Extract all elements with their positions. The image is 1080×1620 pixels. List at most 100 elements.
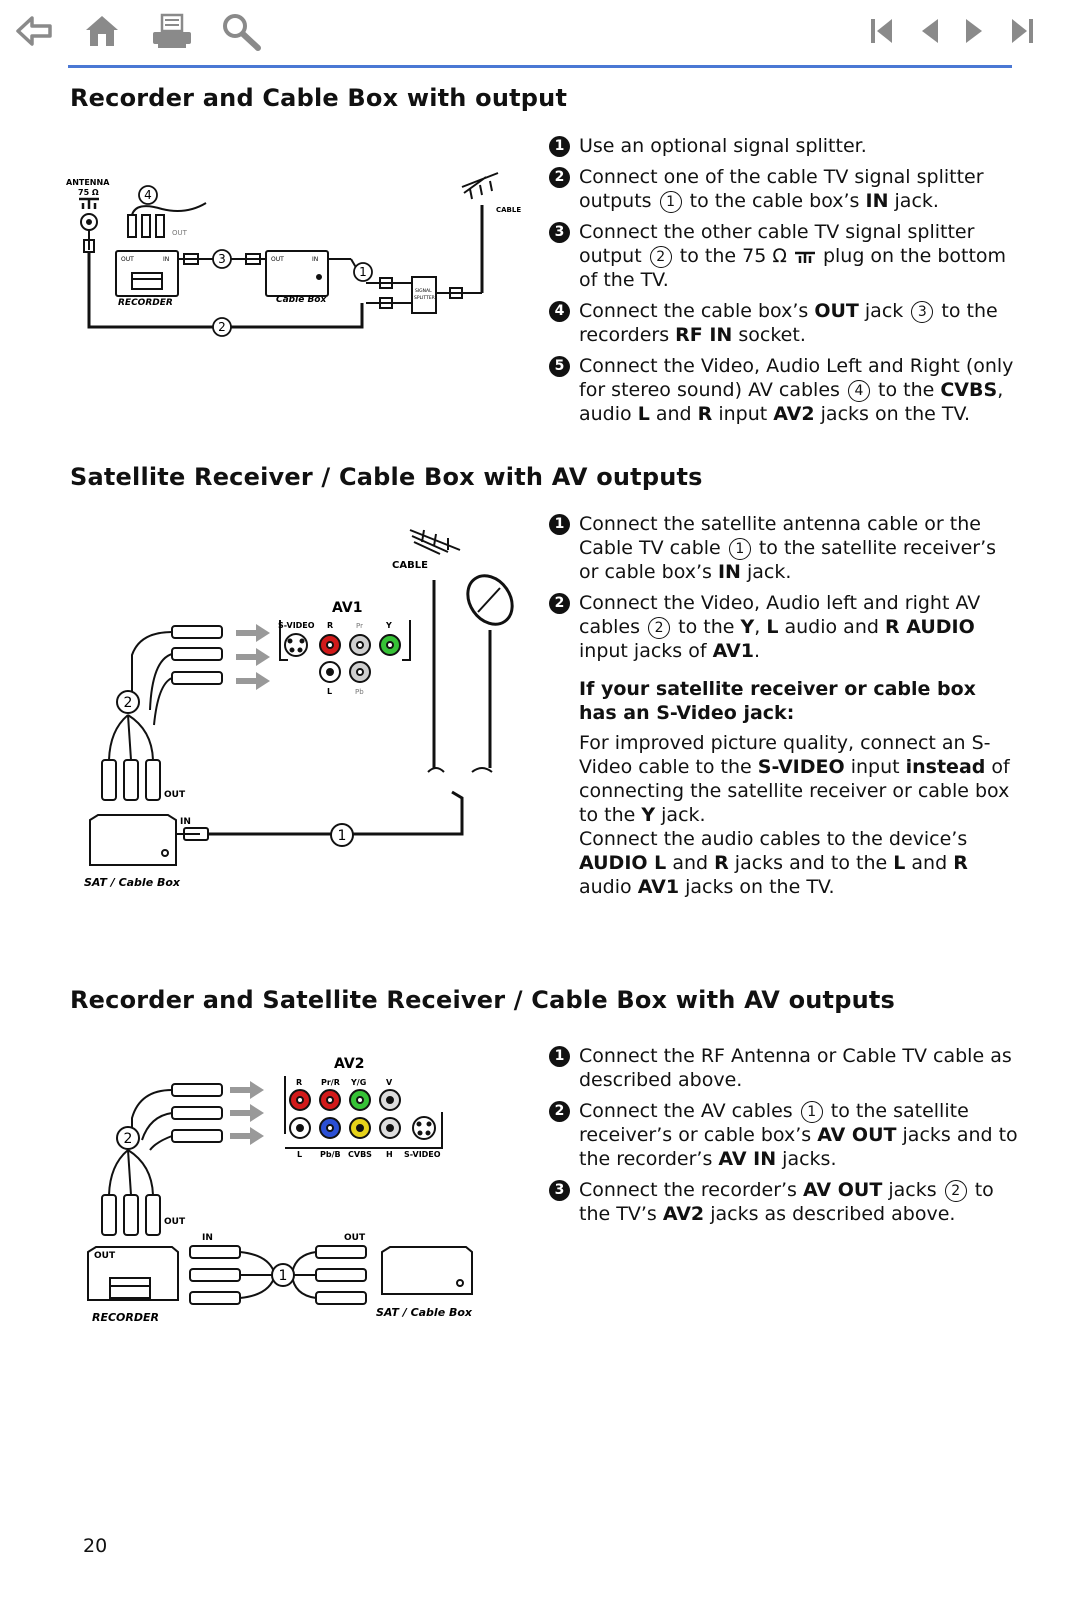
- step-text: audio: [579, 876, 632, 898]
- callout-number: 3: [911, 300, 934, 323]
- callout: 1: [279, 1268, 288, 1284]
- emphasis: R: [697, 403, 713, 425]
- step-text: jack.: [894, 190, 939, 212]
- emphasis: R: [714, 852, 729, 874]
- step-text: Connect the Video, Audio Left and Right …: [579, 355, 1014, 401]
- callout-number: 2: [648, 616, 671, 639]
- svideo-label: S-VIDEO: [278, 621, 315, 630]
- section-2-steps: 1 Connect the satellite antenna cable or…: [549, 512, 1019, 899]
- emphasis: AV OUT: [803, 1179, 883, 1201]
- emphasis: CVBS: [940, 379, 998, 401]
- step-text: input: [718, 403, 768, 425]
- antenna-plug-icon: [794, 251, 815, 263]
- printer-icon[interactable]: [150, 12, 194, 50]
- recorder-label: RECORDER: [92, 1311, 159, 1324]
- step-text: Connect the AV cables: [579, 1100, 793, 1122]
- step-number: 2: [549, 167, 570, 188]
- emphasis: AV2: [662, 1203, 705, 1225]
- emphasis: Y: [641, 804, 656, 826]
- prr-label: Pr/R: [321, 1078, 340, 1087]
- callout-number: 2: [649, 245, 672, 268]
- step-text: jack.: [747, 561, 792, 583]
- emphasis: IN: [865, 190, 889, 212]
- step-text: jacks and to the recorder’s: [579, 1124, 1018, 1170]
- step-text: of connecting the satellite receiver or …: [579, 756, 1010, 826]
- l-label: L: [297, 1150, 302, 1159]
- y-label: Y: [385, 621, 392, 630]
- list-item: 1 Connect the RF Antenna or Cable TV cab…: [549, 1044, 1019, 1092]
- callout: 2: [124, 695, 133, 711]
- callout: 1: [338, 828, 347, 844]
- callout-number: 1: [800, 1100, 823, 1123]
- first-page-icon[interactable]: [868, 16, 896, 46]
- emphasis: Y: [740, 616, 755, 638]
- step-text: plug on the bottom of the TV.: [579, 245, 1007, 291]
- back-arrow-icon[interactable]: [14, 12, 54, 50]
- section-title: Satellite Receiver / Cable Box with AV o…: [70, 463, 703, 491]
- emphasis: AV IN: [718, 1148, 777, 1170]
- r-label: R: [296, 1078, 302, 1087]
- step-text: to the: [878, 379, 935, 401]
- emphasis: instead: [905, 756, 986, 778]
- step-number: 3: [549, 1180, 570, 1201]
- step-number: 3: [549, 222, 570, 243]
- list-item: 1 Connect the satellite antenna cable or…: [549, 512, 1019, 584]
- step-text: Connect the satellite antenna cable or t…: [579, 513, 981, 559]
- r-label: R: [327, 621, 333, 630]
- step-text: to the: [678, 616, 735, 638]
- step-text: Connect the other cable TV signal splitt…: [579, 221, 975, 267]
- emphasis: AV OUT: [817, 1124, 897, 1146]
- emphasis: AUDIO L: [579, 852, 667, 874]
- v-label: V: [386, 1078, 393, 1087]
- home-icon[interactable]: [82, 12, 122, 50]
- step-text: Connect one of the cable TV signal split…: [579, 166, 984, 212]
- l-label: L: [327, 687, 332, 696]
- emphasis: R: [953, 852, 968, 874]
- recorder-in-label: IN: [163, 256, 169, 263]
- note-paragraph: For improved picture quality, connect an…: [579, 731, 1019, 827]
- list-item: 1 Use an optional signal splitter.: [549, 134, 1019, 158]
- search-icon[interactable]: [220, 12, 264, 52]
- step-number: 4: [549, 301, 570, 322]
- step-text: to the satellite receiver’s or cable box…: [579, 537, 997, 583]
- previous-page-icon[interactable]: [918, 16, 942, 46]
- signal-label: SIGNAL: [415, 288, 432, 294]
- callout-number: 4: [847, 379, 870, 402]
- step-text: and: [911, 852, 948, 874]
- callout: 4: [144, 188, 152, 202]
- step-text: For improved picture quality, connect an…: [579, 732, 991, 778]
- step-number: 1: [549, 136, 570, 157]
- header-rule: [68, 65, 1012, 68]
- satellite-av-diagram: CABLE AV1 S-VIDEO R Pr Y L Pb OUT IN SAT…: [84, 529, 514, 889]
- ohm-label: 75 Ω: [78, 188, 99, 197]
- cablebox-in-label: IN: [312, 256, 318, 263]
- list-item: 4 Connect the cable box’s OUT jack 3 to …: [549, 299, 1019, 347]
- step-text: jacks and to the: [734, 852, 888, 874]
- list-item: 5 Connect the Video, Audio Left and Righ…: [549, 354, 1019, 426]
- svideo-label: S-VIDEO: [404, 1150, 441, 1159]
- step-text: jack: [864, 300, 904, 322]
- cable-label: CABLE: [392, 560, 428, 571]
- step-number: 2: [549, 593, 570, 614]
- callout-number: 1: [728, 537, 751, 560]
- emphasis: R AUDIO: [884, 616, 975, 638]
- step-text: Connect the Video, Audio left and right …: [579, 592, 981, 638]
- step-text: jacks on the TV.: [685, 876, 835, 898]
- next-page-icon[interactable]: [962, 16, 986, 46]
- h-label: H: [386, 1150, 393, 1159]
- recorder-cablebox-diagram: ANTENNA 75 Ω OUT OUT IN OUT IN RECORDER …: [66, 172, 521, 337]
- step-text: and: [655, 403, 692, 425]
- last-page-icon[interactable]: [1008, 16, 1036, 46]
- list-item: 2 Connect one of the cable TV signal spl…: [549, 165, 1019, 213]
- step-text: socket.: [738, 324, 806, 346]
- list-item: 3 Connect the other cable TV signal spli…: [549, 220, 1019, 292]
- in-label: IN: [202, 1233, 213, 1243]
- emphasis: AV2: [773, 403, 815, 425]
- emphasis: AV1: [712, 640, 754, 662]
- recorder-out-label: OUT: [94, 1251, 116, 1261]
- page-number: 20: [83, 1535, 108, 1557]
- antenna-label: ANTENNA: [66, 178, 110, 187]
- emphasis: S-VIDEO: [757, 756, 845, 778]
- emphasis: RF IN: [675, 324, 733, 346]
- out-label: OUT: [344, 1233, 366, 1243]
